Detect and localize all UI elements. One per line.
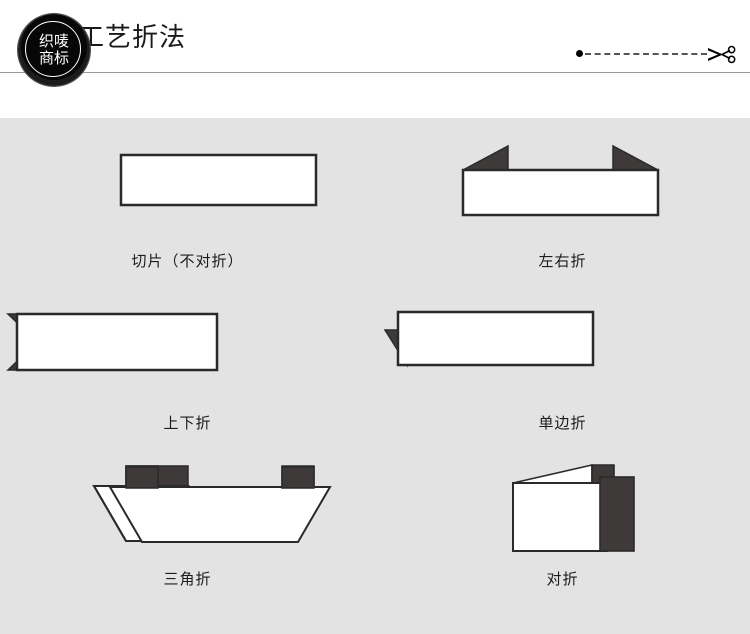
fold-item-half-fold: 对折	[375, 458, 750, 618]
page-header: 织唛 商标 工艺折法	[0, 0, 750, 118]
brand-badge-text: 织唛 商标	[18, 14, 90, 86]
fold-item-slice-no-fold: 切片（不对折）	[0, 140, 375, 300]
cut-guide	[576, 42, 736, 68]
cut-dashed-line	[585, 53, 707, 55]
brand-badge-line-2: 商标	[38, 49, 69, 67]
diagram-up-down-fold	[0, 302, 375, 412]
diagram-half-fold	[375, 458, 750, 568]
diagram-left-right-fold	[375, 140, 750, 250]
fold-item-triangle-fold: 三角折	[0, 458, 375, 618]
fold-item-single-side-fold: 单边折	[375, 302, 750, 462]
fold-item-caption: 单边折	[538, 414, 587, 432]
fold-item-caption: 上下折	[163, 414, 212, 432]
fold-item-caption: 切片（不对折）	[131, 252, 244, 270]
fold-item-up-down-fold: 上下折	[0, 302, 375, 462]
brand-badge-ring	[25, 21, 81, 77]
fold-item-caption: 左右折	[538, 252, 587, 270]
diagram-single-side-fold	[375, 302, 750, 412]
diagram-slice-no-fold	[0, 140, 375, 250]
page-title: 工艺折法	[78, 23, 187, 53]
diagram-triangle-fold	[0, 458, 375, 568]
fold-methods-grid: 切片（不对折） 左右折 上下折	[0, 118, 750, 634]
header-divider	[0, 72, 750, 73]
scissors-icon	[706, 42, 736, 68]
brand-badge: 织唛 商标	[18, 14, 90, 86]
fold-item-caption: 三角折	[163, 570, 212, 588]
cut-start-dot	[576, 50, 583, 57]
brand-badge-line-1: 织唛	[38, 32, 69, 50]
fold-methods-panel: 切片（不对折） 左右折 上下折	[0, 118, 750, 634]
fold-item-caption: 对折	[546, 570, 579, 588]
fold-item-left-right-fold: 左右折	[375, 140, 750, 300]
